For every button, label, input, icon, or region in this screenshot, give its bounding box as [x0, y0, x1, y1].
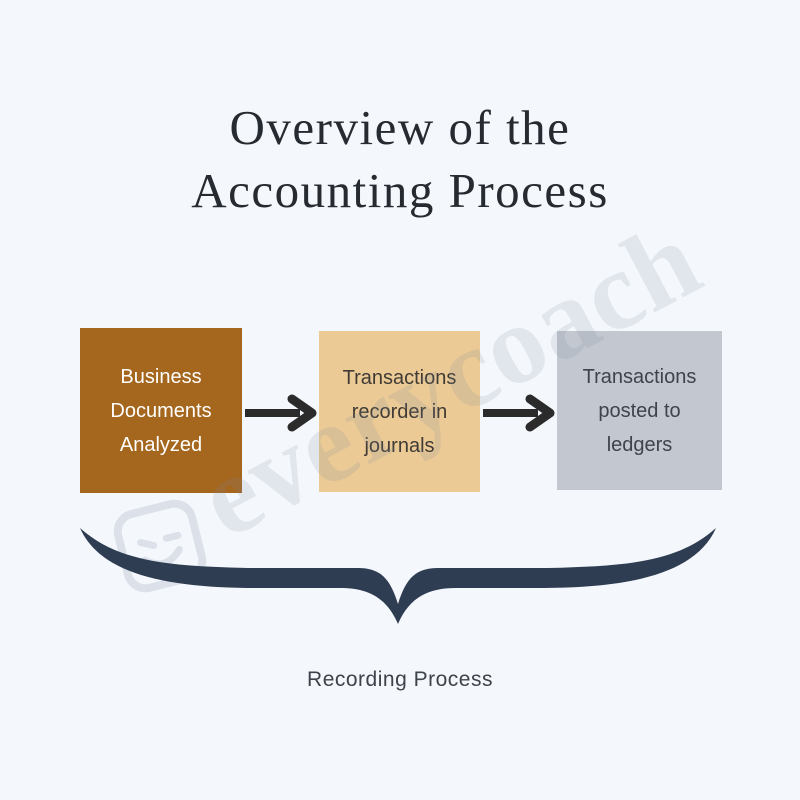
flow-step-transactions-journals: Transactions recorder in journals	[319, 331, 480, 492]
flow-arrow-1	[242, 391, 318, 435]
flow-step-label: Transactions recorder in journals	[342, 366, 457, 457]
right-arrow-icon	[483, 394, 555, 432]
curly-brace	[78, 528, 718, 624]
underbrace-shape	[80, 528, 716, 624]
flow-step-business-documents: Business Documents Analyzed	[80, 328, 242, 493]
flow-step-transactions-ledgers: Transactions posted to ledgers	[557, 331, 722, 490]
flow-step-label: Business Documents Analyzed	[110, 365, 212, 456]
right-arrow-icon	[245, 394, 317, 432]
brace-label: Recording Process	[307, 668, 493, 691]
flow-step-label: Transactions posted to ledgers	[582, 365, 697, 456]
page-title-line2: Accounting Process	[191, 163, 609, 218]
page-title-line1: Overview of the	[229, 100, 571, 155]
flow-arrow-2	[480, 391, 556, 435]
page-title: Overview of the Accounting Process	[0, 96, 800, 222]
